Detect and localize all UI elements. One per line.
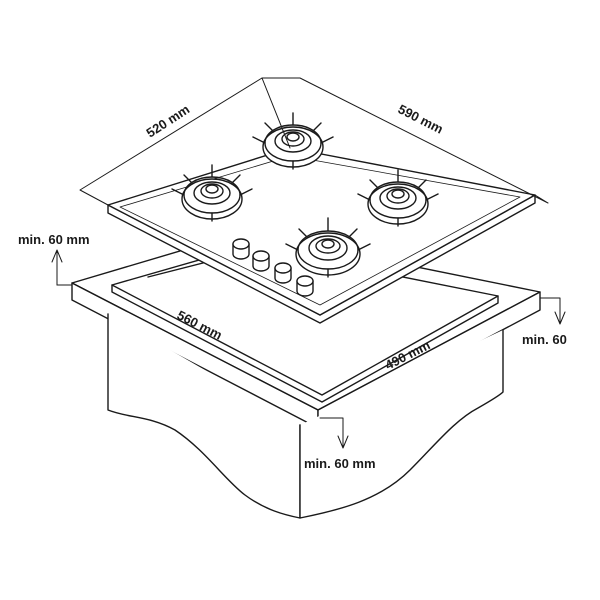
burner-right	[357, 169, 439, 227]
burner-back	[252, 112, 334, 170]
hob-inner-border	[119, 155, 521, 306]
burner-front	[285, 217, 371, 278]
label-590: 590 mm	[396, 101, 446, 136]
clearance-arrow-front	[319, 417, 349, 449]
knob-2	[252, 250, 270, 272]
dim-line-520	[79, 77, 291, 206]
label-right-clearance: min. 60	[522, 332, 567, 347]
clearance-arrow-right	[539, 297, 566, 325]
knob-1	[232, 238, 250, 260]
dimension-lines	[71, 77, 549, 411]
dim-line-560	[71, 282, 319, 411]
cabinet	[71, 231, 541, 519]
dim-line-490	[317, 291, 541, 411]
cabinet-side-left	[107, 313, 301, 519]
cabinet-side-right	[299, 329, 504, 519]
dim-line-590	[261, 77, 549, 204]
label-520: 520 mm	[143, 102, 192, 141]
control-knobs	[232, 238, 314, 297]
knob-3	[274, 262, 292, 284]
knob-4	[296, 275, 314, 297]
label-front-clearance: min. 60 mm	[304, 456, 376, 471]
burner-left	[171, 164, 253, 222]
clearance-arrow-left	[51, 249, 73, 286]
label-left-clearance: min. 60 mm	[18, 232, 90, 247]
cutout-inner-wall	[111, 284, 499, 403]
